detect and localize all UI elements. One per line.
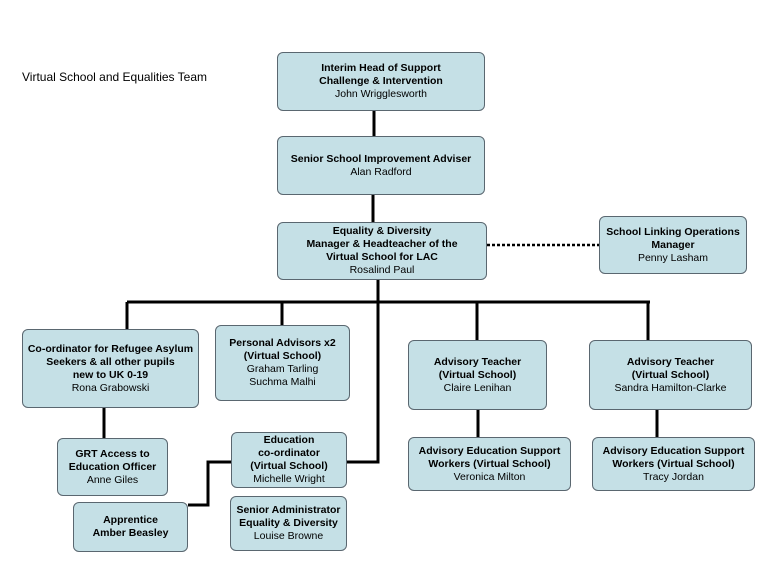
node-support-worker-tracy: Advisory Education Support Workers (Virt… xyxy=(592,437,755,491)
node-personal-advisors-person-1: Graham Tarling xyxy=(246,363,319,375)
node-advisory-teacher-claire-person: Claire Lenihan xyxy=(443,381,512,394)
node-grt-officer: GRT Access to Education Officer Anne Gil… xyxy=(57,438,168,496)
node-apprentice: Apprentice Amber Beasley xyxy=(73,502,188,552)
chart-title: Virtual School and Equalities Team xyxy=(22,70,208,84)
node-advisory-teacher-sandra-role: Advisory Teacher (Virtual School) xyxy=(626,355,715,381)
node-senior-administrator-person: Louise Browne xyxy=(253,530,324,542)
node-senior-administrator-role: Senior Administrator Equality & Diversit… xyxy=(236,504,341,529)
node-school-linking: School Linking Operations Manager Penny … xyxy=(599,216,747,274)
node-head: Interim Head of Support Challenge & Inte… xyxy=(277,52,485,111)
node-advisory-teacher-sandra: Advisory Teacher (Virtual School) Sandra… xyxy=(589,340,752,410)
node-school-linking-role: School Linking Operations Manager xyxy=(606,225,740,251)
node-advisory-teacher-claire: Advisory Teacher (Virtual School) Claire… xyxy=(408,340,547,410)
node-advisory-teacher-sandra-person: Sandra Hamilton-Clarke xyxy=(614,381,727,394)
node-advisory-teacher-claire-role: Advisory Teacher (Virtual School) xyxy=(433,355,522,381)
connector-edu-apprentice xyxy=(188,460,232,507)
connector-to-edu-coord xyxy=(347,302,380,464)
node-refugee-coordinator-person: Rona Grabowski xyxy=(71,381,150,394)
node-head-role: Interim Head of Support Challenge & Inte… xyxy=(319,62,443,87)
node-refugee-coordinator: Co-ordinator for Refugee Asylum Seekers … xyxy=(22,329,199,408)
node-equality-manager-person: Rosalind Paul xyxy=(349,264,415,276)
node-senior-administrator: Senior Administrator Equality & Diversit… xyxy=(230,496,347,551)
node-grt-officer-role: GRT Access to Education Officer xyxy=(68,447,157,473)
node-school-linking-person: Penny Lasham xyxy=(637,251,709,264)
node-personal-advisors-person-2: Suchma Malhi xyxy=(249,376,316,388)
node-support-worker-veronica-role: Advisory Education Support Workers (Virt… xyxy=(418,444,561,470)
node-education-coordinator-person: Michelle Wright xyxy=(253,473,325,485)
node-support-worker-tracy-person: Tracy Jordan xyxy=(643,470,704,483)
node-education-coordinator: Education co-ordinator (Virtual School) … xyxy=(231,432,347,488)
node-education-coordinator-role: Education co-ordinator (Virtual School) xyxy=(250,434,328,472)
node-personal-advisors-role: Personal Advisors x2 (Virtual School) xyxy=(229,337,336,362)
node-support-worker-tracy-role: Advisory Education Support Workers (Virt… xyxy=(602,444,745,470)
node-equality-manager-role: Equality & Diversity Manager & Headteach… xyxy=(306,225,458,263)
node-head-person: John Wrigglesworth xyxy=(334,88,427,100)
node-support-worker-veronica: Advisory Education Support Workers (Virt… xyxy=(408,437,571,491)
node-refugee-coordinator-role: Co-ordinator for Refugee Asylum Seekers … xyxy=(27,342,194,381)
node-support-worker-veronica-person: Veronica Milton xyxy=(453,470,526,483)
node-personal-advisors: Personal Advisors x2 (Virtual School) Gr… xyxy=(215,325,350,401)
node-senior-adviser-person: Alan Radford xyxy=(350,165,412,178)
node-senior-adviser: Senior School Improvement Adviser Alan R… xyxy=(277,136,485,195)
node-grt-officer-person: Anne Giles xyxy=(86,473,139,486)
node-senior-adviser-role: Senior School Improvement Adviser xyxy=(290,152,472,165)
node-equality-manager: Equality & Diversity Manager & Headteach… xyxy=(277,222,487,280)
node-apprentice-role: Apprentice Amber Beasley xyxy=(92,514,169,539)
